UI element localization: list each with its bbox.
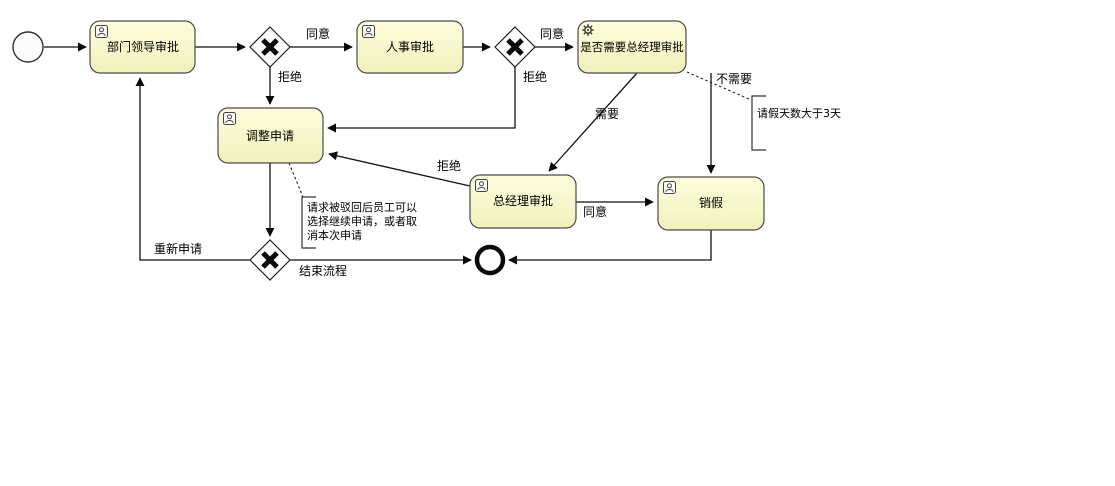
- flow-gateway2-reject: [327, 67, 516, 133]
- flow-reapply: [135, 77, 250, 261]
- task-label: 部门领导审批: [107, 39, 179, 54]
- annotation-leave-days: 请假天数大于3天: [751, 95, 841, 151]
- flow-label-reject-1: 拒绝: [278, 69, 302, 84]
- user-task-icon: [663, 181, 676, 194]
- task-label: 调整申请: [246, 128, 294, 143]
- start-event[interactable]: [12, 31, 44, 63]
- gateway-dept-decision[interactable]: [249, 26, 291, 68]
- task-need-gm-approval[interactable]: 是否需要总经理审批: [577, 20, 687, 74]
- user-task-icon: [362, 25, 375, 38]
- flow-label-reject-2: 拒绝: [523, 69, 547, 84]
- flow-label-no-need: 不需要: [716, 72, 752, 86]
- task-label: 是否需要总经理审批: [580, 40, 684, 54]
- user-task-icon: [475, 179, 488, 192]
- flow-label-agree-3: 同意: [583, 204, 607, 219]
- task-gm-approval[interactable]: 总经理审批: [469, 174, 577, 229]
- end-event[interactable]: [474, 244, 506, 276]
- task-adjust-application[interactable]: 调整申请: [217, 107, 324, 164]
- task-label: 销假: [699, 196, 723, 210]
- gateway-hr-decision[interactable]: [494, 26, 536, 68]
- association-reject-note: [288, 162, 304, 198]
- annotation-reject-note: 请求被驳回后员工可以 选择继续申请，或者取 消本次申请: [301, 196, 417, 249]
- flow-label-reapply: 重新申请: [154, 241, 202, 256]
- task-label: 总经理审批: [493, 193, 553, 208]
- flow-gm-reject: [328, 151, 471, 187]
- gateway-employee-decision[interactable]: [249, 239, 291, 281]
- flow-need-gm: [548, 72, 638, 172]
- association-leave-days: [686, 71, 752, 101]
- task-hr-approval[interactable]: 人事审批: [356, 20, 464, 74]
- annotation-text: 请假天数大于3天: [757, 106, 841, 120]
- flow-label-agree-1: 同意: [306, 26, 330, 41]
- service-task-gear-icon: [581, 23, 595, 37]
- user-task-icon: [95, 25, 108, 38]
- task-dept-approval[interactable]: 部门领导审批: [89, 20, 196, 74]
- flow-label-end-process: 结束流程: [299, 263, 347, 278]
- flow-label-need: 需要: [595, 107, 619, 121]
- flow-label-agree-2: 同意: [540, 26, 564, 41]
- task-cancel-leave[interactable]: 销假: [657, 176, 765, 231]
- annotation-text-line3: 消本次申请: [307, 228, 362, 242]
- task-label: 人事审批: [386, 39, 434, 54]
- annotation-text-line1: 请求被驳回后员工可以: [307, 201, 417, 214]
- flow-cancel-to-end: [508, 230, 712, 265]
- annotation-text-line2: 选择继续申请，或者取: [307, 214, 417, 228]
- user-task-icon: [223, 112, 236, 125]
- flow-label-reject-3: 拒绝: [437, 158, 461, 173]
